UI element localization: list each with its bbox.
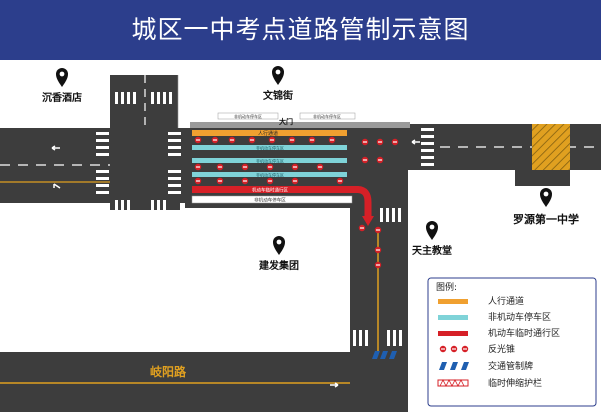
non-motor-lane-3 — [192, 172, 347, 177]
label-non-motor-top: 非机动车停车区 — [234, 113, 262, 119]
label-non-motor-mid2: 非机动车停车区 — [256, 158, 284, 164]
school-driveway — [515, 170, 570, 186]
legend-cone-icon — [439, 345, 469, 353]
label-company: 建发集团 — [258, 259, 299, 272]
legend-label-sign: 交通管制牌 — [488, 360, 533, 372]
legend: 图例: 人行通道 非机动车停车区 机动车临时通行区 反光锥 交通管制牌 临时伸缩… — [427, 277, 597, 407]
non-motor-lane-2 — [192, 158, 347, 163]
school-road — [185, 128, 415, 208]
temporary-lane-arrow — [362, 216, 374, 226]
label-school: 罗源第一中学 — [513, 212, 579, 226]
qiyang-road — [0, 352, 410, 412]
traffic-control-map: 非机动车停车区 非机动车停车区 人行通道 非机动车停车区 非机动车停车区 非机动… — [0, 60, 601, 412]
label-street-top: 文锦街 — [263, 89, 293, 102]
label-non-motor-bottom: 非机动车停车区 — [254, 197, 286, 204]
pedestrian-lane — [192, 130, 347, 136]
label-gate: 大门 — [279, 117, 293, 126]
legend-swatch-non-motor — [438, 315, 468, 320]
label-road-bottom: 岐阳路 — [150, 364, 187, 379]
label-non-motor-top-right: 非机动车停车区 — [313, 113, 341, 119]
header-bar: 城区一中考点道路管制示意图 — [0, 0, 601, 60]
legend-barrier-icon — [437, 379, 469, 387]
legend-label-barrier: 临时伸缩护栏 — [488, 377, 542, 389]
label-non-motor-mid1: 非机动车停车区 — [256, 145, 284, 151]
temporary-lane — [192, 186, 352, 193]
legend-label-cone: 反光锥 — [488, 343, 515, 355]
label-church: 天主教堂 — [412, 244, 452, 257]
label-non-motor-mid3: 非机动车停车区 — [256, 172, 284, 178]
legend-title: 图例: — [436, 281, 457, 293]
traffic-signs — [372, 351, 397, 359]
legend-label-pedestrian: 人行通道 — [488, 295, 524, 307]
non-motor-bottom-lane — [191, 195, 353, 204]
legend-swatch-pedestrian — [438, 299, 468, 304]
label-pedestrian: 人行通道 — [258, 130, 278, 137]
page-title: 城区一中考点道路管制示意图 — [131, 15, 470, 44]
legend-label-non-motor: 非机动车停车区 — [488, 311, 551, 323]
label-temp-lane: 机动车临时通行区 — [252, 186, 288, 193]
non-motor-lane-1 — [192, 145, 347, 150]
legend-swatch-temp-lane — [438, 331, 468, 336]
label-hotel: 沉香酒店 — [42, 91, 82, 104]
legend-label-temp-lane: 机动车临时通行区 — [488, 327, 560, 339]
crosswalk-stripes — [96, 92, 434, 346]
no-stopping-box — [532, 124, 570, 170]
legend-sign-icon — [439, 362, 469, 370]
jianfa-block — [20, 210, 350, 352]
lane-bands — [191, 130, 353, 204]
temporary-lane-turn — [352, 186, 372, 218]
